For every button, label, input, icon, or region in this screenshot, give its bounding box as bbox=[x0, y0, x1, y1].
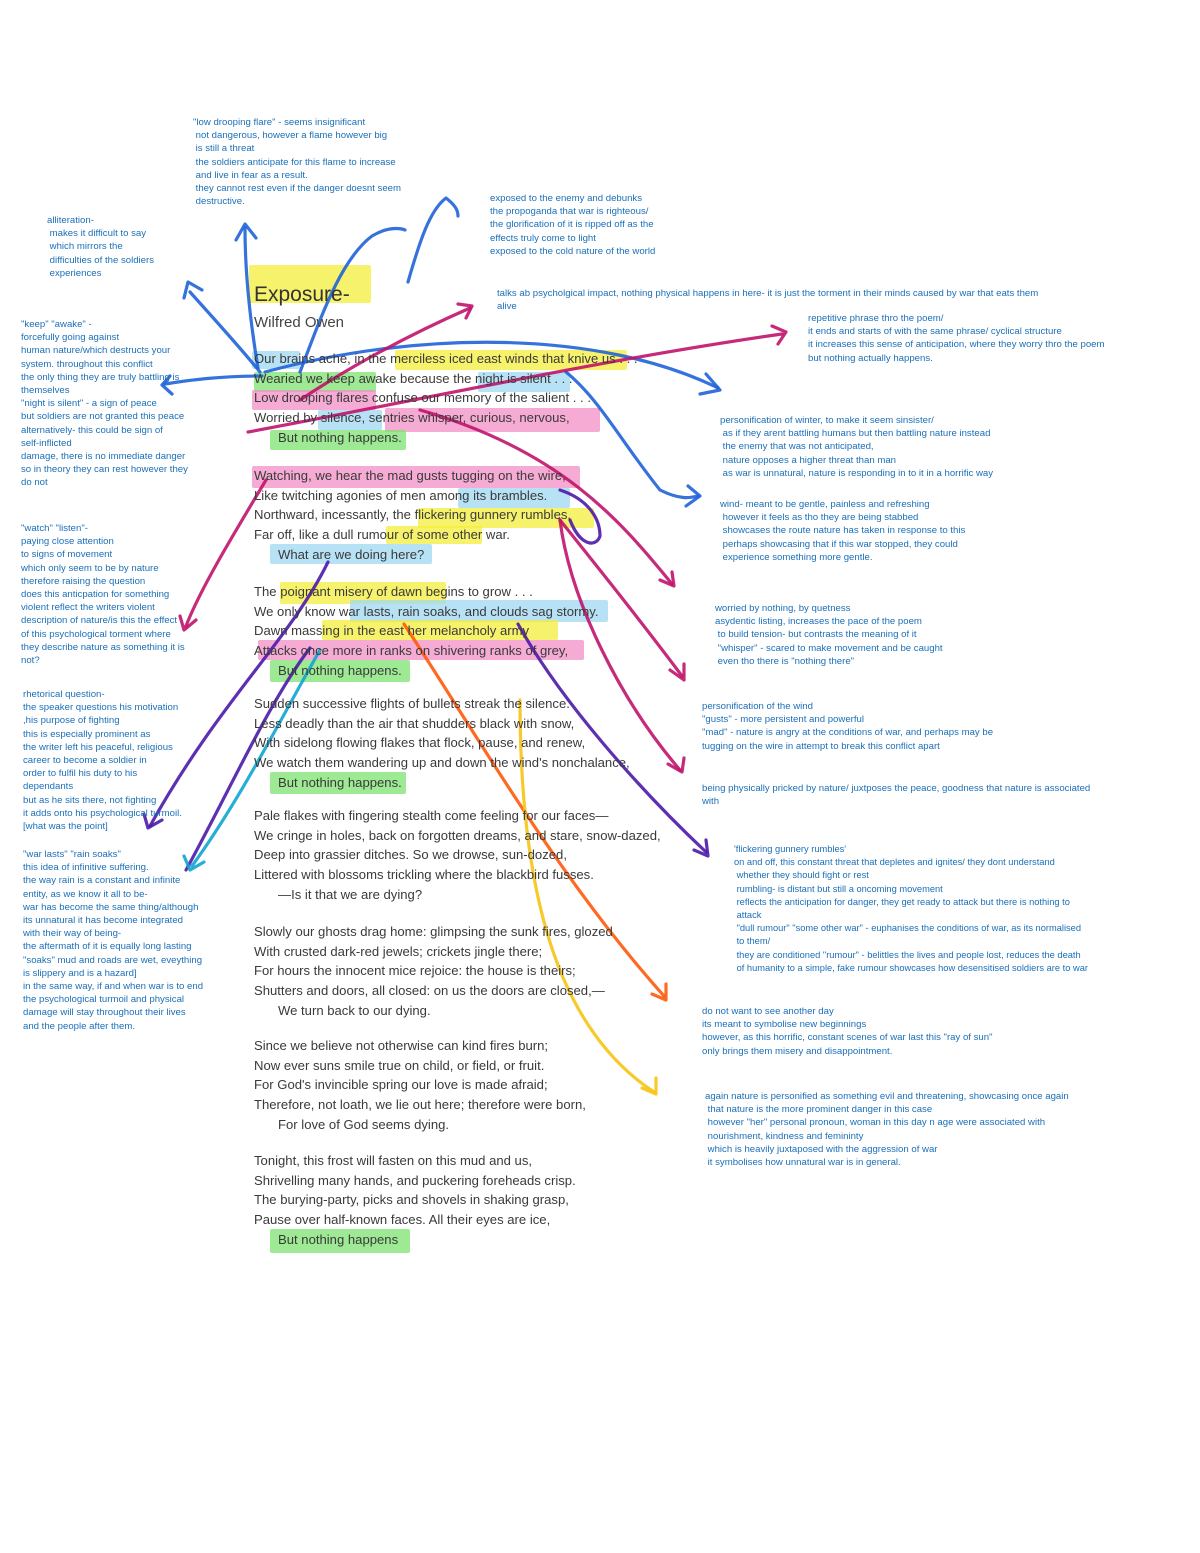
poem-title: Exposure- bbox=[254, 283, 350, 306]
poem-line: With crusted dark-red jewels; crickets j… bbox=[254, 943, 543, 959]
note-rhetorical: rhetorical question- the speaker questio… bbox=[23, 689, 182, 833]
blue-arrow bbox=[182, 280, 204, 300]
poem-refrain: But nothing happens. bbox=[278, 430, 402, 445]
poem-line: Now ever suns smile true on child, or fi… bbox=[254, 1057, 545, 1073]
poem-line: We cringe in holes, back on forgotten dr… bbox=[254, 827, 661, 843]
purple-arrow bbox=[692, 838, 710, 858]
poem-line: Like twitching agonies of men among its … bbox=[254, 487, 548, 503]
poem-line: We only know war lasts, rain soaks, and … bbox=[254, 603, 599, 619]
poem-line: Shutters and doors, all closed: on us th… bbox=[254, 982, 605, 998]
poem-line: Less deadly than the air that shudders b… bbox=[254, 715, 575, 731]
poem-refrain: But nothing happens. bbox=[278, 663, 402, 678]
magenta-arrow bbox=[456, 302, 474, 320]
note-alliteration: alliteration- makes it difficult to say … bbox=[47, 215, 155, 279]
blue-arrow bbox=[698, 372, 722, 396]
orange-arrow bbox=[650, 982, 668, 1002]
poem-refrain: For love of God seems dying. bbox=[278, 1117, 450, 1132]
poem-line: The poignant misery of dawn begins to gr… bbox=[254, 584, 533, 599]
poem-line: Northward, incessantly, the flickering g… bbox=[254, 507, 572, 522]
poem-line: For God's invincible spring our love is … bbox=[254, 1077, 548, 1092]
poem-line: Since we believe not otherwise can kind … bbox=[254, 1038, 549, 1053]
note-worried-nothing: worried by nothing, by quetness asydenti… bbox=[715, 603, 943, 667]
blue-arrow bbox=[406, 196, 460, 284]
yellow-arrow bbox=[640, 1076, 658, 1096]
poem-line: Watching, we hear the mad gusts tugging … bbox=[254, 468, 566, 483]
poem-refrain: —Is it that we are dying? bbox=[278, 887, 423, 902]
note-physically-pricked: being physically pricked by nature/ juxt… bbox=[702, 783, 1091, 808]
note-exposed-enemy: exposed to the enemy and debunks the pro… bbox=[490, 193, 656, 257]
poem-refrain: But nothing happens bbox=[278, 1232, 399, 1247]
magenta-arrow bbox=[666, 756, 686, 774]
poem-line: Deep into grassier ditches. So we drowse… bbox=[254, 847, 567, 862]
poem-line: Therefore, not loath, we lie out here; t… bbox=[254, 1096, 586, 1112]
blue-arrow bbox=[684, 484, 702, 508]
poem-line: Slowly our ghosts drag home: glimpsing t… bbox=[254, 924, 613, 939]
poem-refrain: What are we doing here? bbox=[278, 547, 425, 562]
poem-line: Pale flakes with fingering stealth come … bbox=[254, 808, 609, 823]
poem-line: For hours the innocent mice rejoice: the… bbox=[254, 963, 576, 978]
poem-line: Dawn massing in the east her melancholy … bbox=[254, 623, 530, 638]
note-personification-winter: personification of winter, to make it se… bbox=[720, 415, 994, 479]
poem-line: The burying-party, picks and shovels in … bbox=[254, 1192, 569, 1207]
poem-line: Our brains ache, in the merciless iced e… bbox=[254, 351, 638, 366]
note-watch-listen: "watch" "listen"- paying close attention… bbox=[21, 523, 185, 667]
blue-arrow bbox=[234, 222, 258, 242]
highlight-nothing-4 bbox=[270, 1229, 410, 1253]
note-personification-wind: personification of the wind "gusts" - mo… bbox=[702, 701, 994, 752]
note-flickering: 'flickering gunnery rumbles' on and off,… bbox=[734, 844, 1088, 973]
note-nature-personified: again nature is personified as something… bbox=[705, 1091, 1069, 1169]
poem-line: Tonight, this frost will fasten on this … bbox=[254, 1153, 533, 1168]
note-keep-awake: "keep" "awake" - forcefully going agains… bbox=[21, 319, 188, 489]
poem-line: We watch them wandering up and down the … bbox=[254, 754, 630, 770]
poem-line: Far off, like a dull rumour of some othe… bbox=[254, 526, 510, 542]
note-wind: wind- meant to be gentle, painless and r… bbox=[720, 499, 966, 563]
poem-line: Worried by silence, sentries whisper, cu… bbox=[254, 409, 570, 425]
note-another-day: do not want to see another day its meant… bbox=[702, 1006, 993, 1057]
highlight-what-doing bbox=[270, 544, 432, 564]
note-war-lasts: "war lasts" "rain soaks" this idea of in… bbox=[23, 849, 204, 1032]
poem-refrain: We turn back to our dying. bbox=[278, 1003, 431, 1018]
poem-author: Wilfred Owen bbox=[254, 314, 345, 331]
note-low-drooping-flare: "low drooping flare" - seems insignifica… bbox=[193, 117, 401, 208]
note-psychological: talks ab psycholgical impact, nothing ph… bbox=[497, 288, 1039, 313]
poem-line: Shrivelling many hands, and puckering fo… bbox=[254, 1172, 576, 1188]
poem-line: Pause over half-known faces. All their e… bbox=[254, 1211, 551, 1227]
highlight-war-lasts bbox=[350, 600, 608, 622]
poem-line: Sudden successive flights of bullets str… bbox=[254, 696, 570, 711]
poem-line: Littered with blossoms trickling where t… bbox=[254, 866, 594, 882]
magenta-arrow bbox=[658, 570, 676, 588]
magenta-arrow bbox=[668, 662, 686, 682]
highlight-nothing-1 bbox=[270, 430, 406, 450]
poem-line: With sidelong flowing flakes that flock,… bbox=[254, 735, 586, 750]
note-repetitive-phrase: repetitive phrase thro the poem/ it ends… bbox=[808, 313, 1105, 364]
magenta-arrow bbox=[770, 324, 788, 346]
poem-refrain: But nothing happens. bbox=[278, 775, 402, 790]
poem-line: Low drooping flares confuse our memory o… bbox=[254, 390, 591, 405]
poem-line: Wearied we keep awake because the night … bbox=[254, 370, 573, 386]
blue-arrow bbox=[188, 290, 262, 374]
poem-line: Attacks once more in ranks on shivering … bbox=[254, 642, 569, 658]
